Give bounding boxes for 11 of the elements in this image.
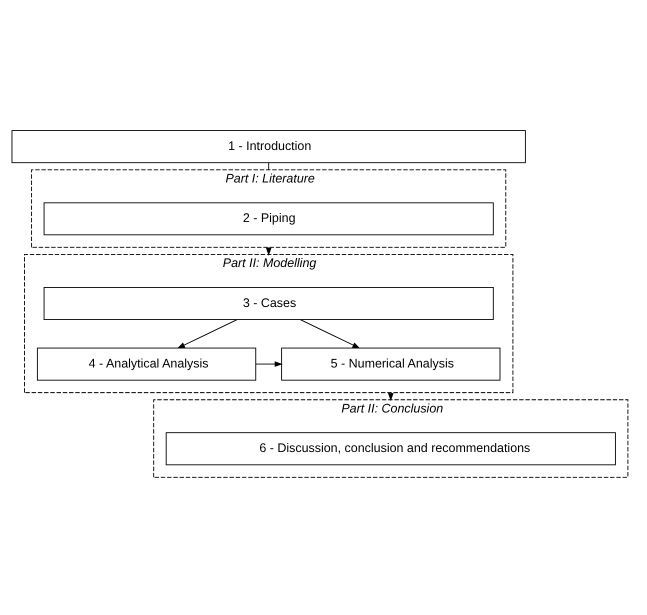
arrow (266, 246, 272, 256)
node-box: 1 - Introduction (12, 130, 526, 164)
arrow (300, 319, 360, 349)
arrow (255, 361, 283, 367)
node-box: 4 - Analytical Analysis (36, 348, 256, 381)
node-box: 6 - Discussion, conclusion and recommendations (166, 432, 616, 466)
node-box: 2 - Piping (44, 202, 494, 236)
arrow (176, 319, 238, 349)
connector (268, 162, 270, 170)
node-box: 3 - Cases (44, 287, 494, 320)
node-box: 5 - Numerical Analysis (281, 348, 500, 381)
